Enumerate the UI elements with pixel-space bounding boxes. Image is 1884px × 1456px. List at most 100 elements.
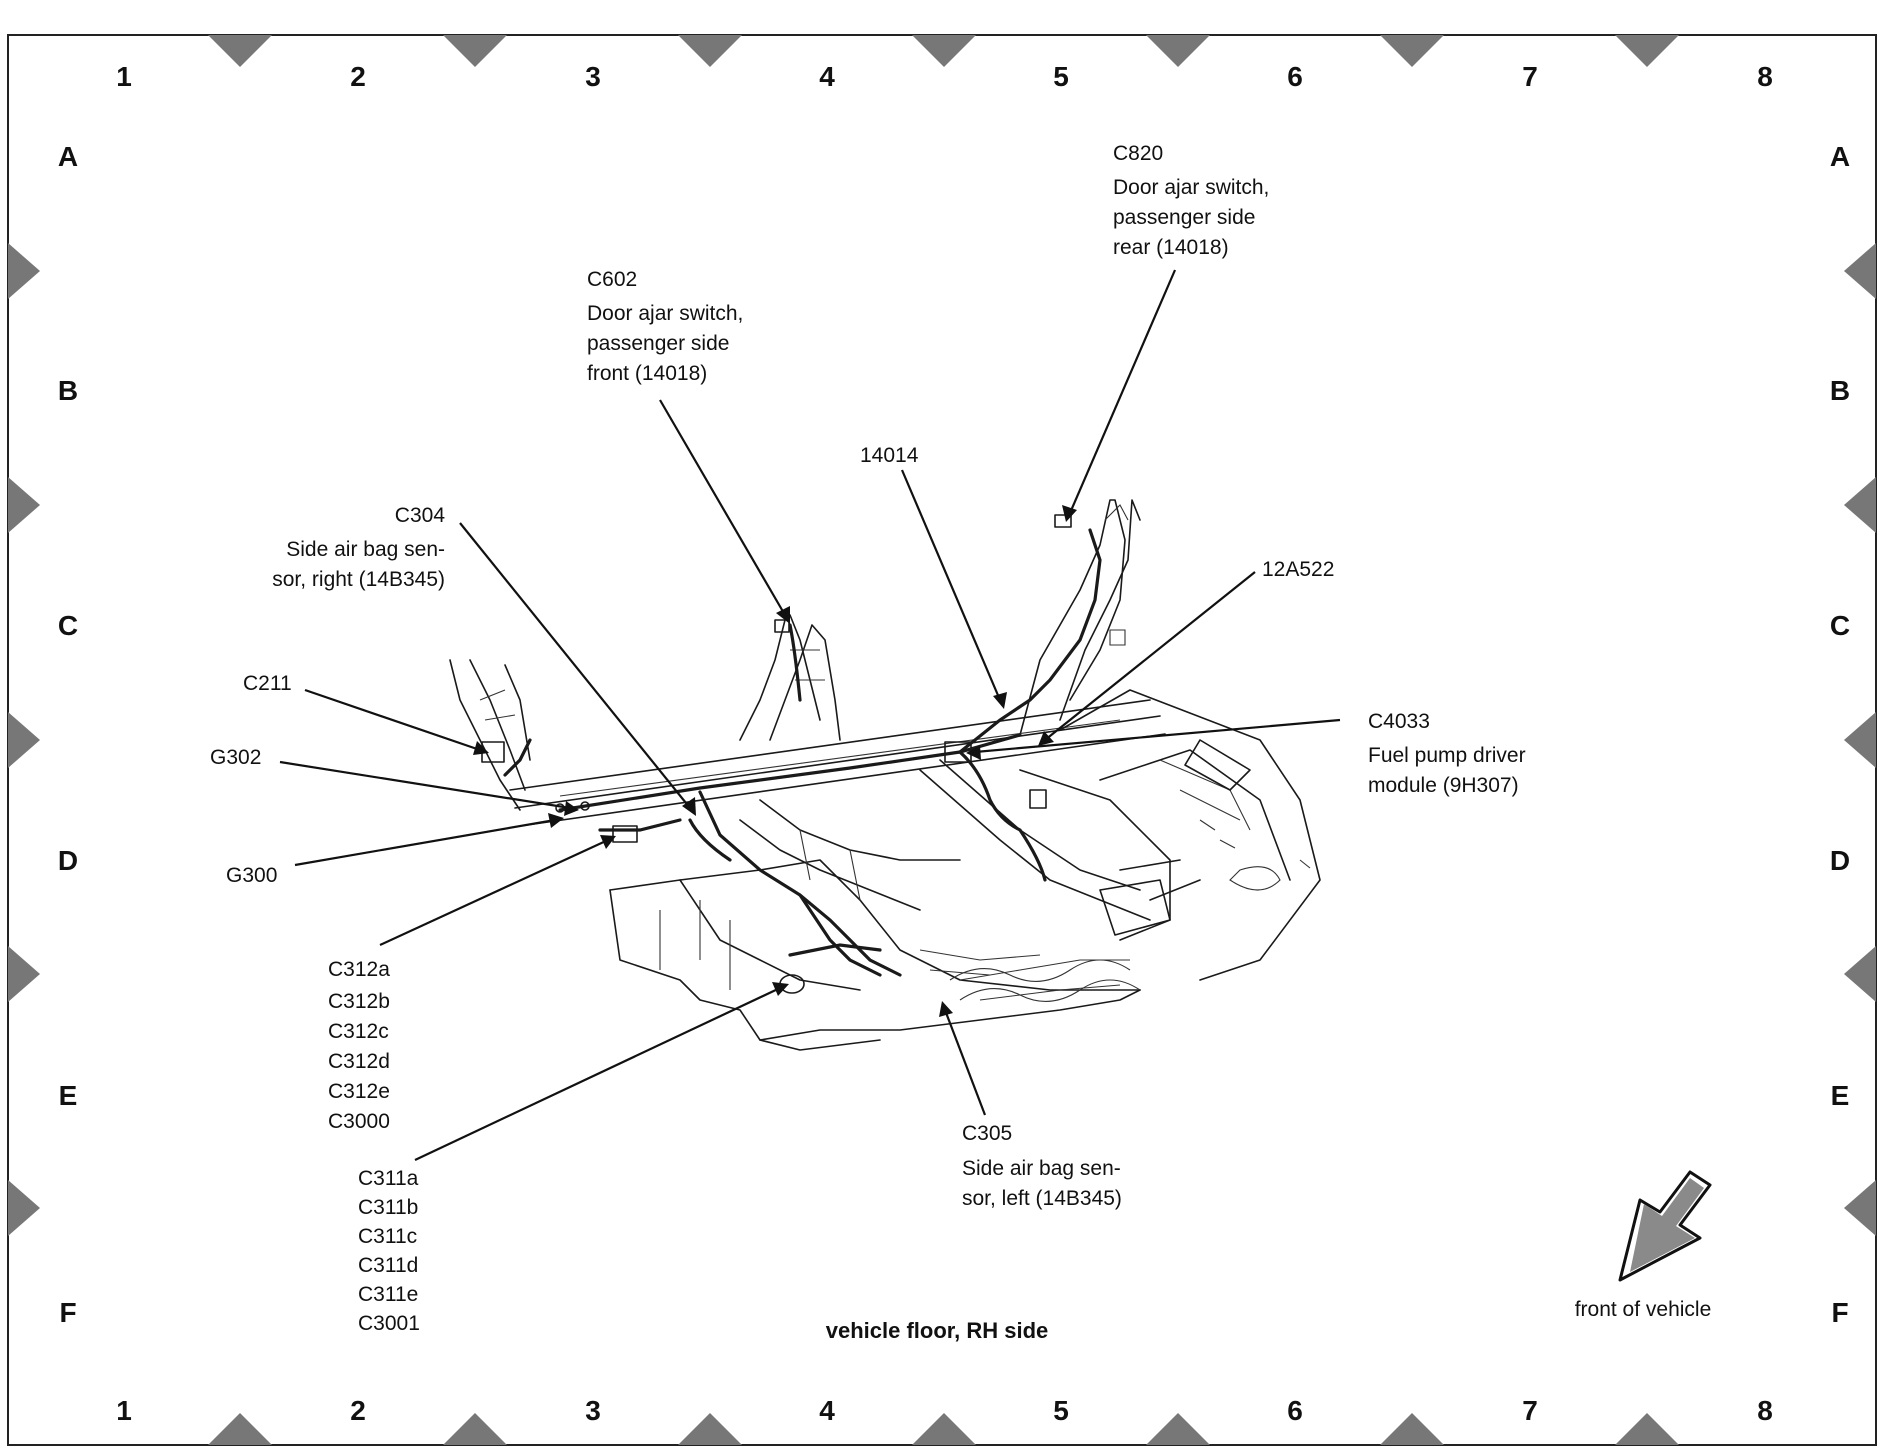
leader-g300	[294, 818, 556, 867]
row-labels-right: A B C D E F	[1830, 141, 1850, 1328]
row-label: D	[58, 845, 78, 876]
grid-markers-right	[1844, 243, 1876, 1236]
callout-c304: C304 Side air bag sen- sor, right (14B34…	[272, 504, 445, 591]
callout-c311-line: C311c	[358, 1225, 417, 1248]
col-label: 7	[1522, 61, 1538, 92]
orientation-label: front of vehicle	[1575, 1298, 1712, 1321]
diagram-frame	[7, 34, 1877, 1446]
grid-markers-top	[208, 35, 1679, 67]
col-label: 8	[1757, 61, 1773, 92]
col-label: 1	[116, 61, 132, 92]
leader-c304	[459, 522, 691, 809]
row-label: F	[1831, 1297, 1848, 1328]
callout-g300: G300	[226, 864, 277, 887]
row-label: C	[1830, 610, 1850, 641]
callout-c820: C820 Door ajar switch, passenger side re…	[1113, 142, 1269, 259]
leader-c311	[414, 987, 781, 1161]
row-label: B	[58, 375, 78, 406]
row-label: A	[58, 141, 78, 172]
grid-markers-left	[8, 243, 40, 1236]
col-label: 2	[350, 61, 366, 92]
callout-c312-line: C312c	[328, 1020, 389, 1043]
callout-c4033-line: Fuel pump driver	[1368, 744, 1526, 767]
callout-c305: C305 Side air bag sen- sor, left (14B345…	[962, 1122, 1122, 1210]
callout-c311-line: C311d	[358, 1254, 418, 1277]
callout-c4033-line: C4033	[1368, 710, 1430, 733]
col-label: 1	[116, 1395, 132, 1426]
col-label: 4	[819, 1395, 835, 1426]
callout-c312: C312a C312b C312c C312d C312e C3000	[328, 958, 390, 1133]
leader-12a522	[1044, 571, 1256, 741]
row-label: D	[1830, 845, 1850, 876]
callout-c304-line: Side air bag sen-	[286, 538, 445, 561]
leader-c312	[379, 839, 609, 946]
grid-markers-bottom	[208, 1413, 1679, 1445]
callout-c602-line: passenger side	[587, 332, 729, 355]
col-label: 6	[1287, 61, 1303, 92]
callout-c304-line: C304	[395, 504, 446, 527]
callout-14014: 14014	[860, 444, 919, 467]
leader-c305	[943, 1009, 987, 1116]
arrow-down-left-icon	[1618, 1170, 1712, 1282]
callout-c305-line: C305	[962, 1122, 1012, 1145]
callout-c820-line: rear (14018)	[1113, 236, 1229, 259]
col-label: 5	[1053, 1395, 1069, 1426]
leader-14014	[900, 469, 1002, 701]
callout-c311-line: C3001	[358, 1312, 420, 1335]
column-labels-top: 1 2 3 4 5 6 7 8	[116, 61, 1773, 92]
callout-c602-line: front (14018)	[587, 362, 707, 385]
column-labels-bottom: 1 2 3 4 5 6 7 8	[116, 1395, 1773, 1426]
callout-c311-line: C311b	[358, 1196, 418, 1219]
row-label: E	[59, 1080, 78, 1111]
leader-c820	[1068, 269, 1177, 514]
callout-c312-line: C312d	[328, 1050, 390, 1073]
callout-c311: C311a C311b C311c C311d C311e C3001	[358, 1167, 420, 1335]
leader-g302	[279, 760, 571, 810]
col-label: 4	[819, 61, 835, 92]
diagram-title: vehicle floor, RH side	[826, 1318, 1049, 1343]
leader-c211	[304, 688, 481, 752]
vehicle-floor-illustration	[449, 499, 1321, 1051]
callout-c4033-line: module (9H307)	[1368, 774, 1519, 797]
leader-c602	[659, 399, 786, 616]
row-label: E	[1831, 1080, 1850, 1111]
callout-c304-line: sor, right (14B345)	[272, 568, 445, 591]
col-label: 3	[585, 1395, 601, 1426]
callout-c4033: C4033 Fuel pump driver module (9H307)	[1368, 710, 1526, 797]
callout-c312-line: C312e	[328, 1080, 390, 1103]
callout-c602: C602 Door ajar switch, passenger side fr…	[587, 268, 743, 385]
callout-c211-line: C211	[243, 672, 292, 695]
row-label: A	[1830, 141, 1850, 172]
callout-g300-line: G300	[226, 864, 277, 887]
row-label: F	[59, 1297, 76, 1328]
callout-12a522-line: 12A522	[1262, 558, 1334, 581]
callout-c312-line: C312b	[328, 990, 390, 1013]
callout-c602-line: Door ajar switch,	[587, 302, 743, 325]
col-label: 3	[585, 61, 601, 92]
callout-g302: G302	[210, 746, 261, 769]
callout-c820-line: Door ajar switch,	[1113, 176, 1269, 199]
callout-c820-line: C820	[1113, 142, 1163, 165]
row-labels-left: A B C D E F	[58, 141, 78, 1328]
callout-12a522: 12A522	[1262, 558, 1334, 581]
col-label: 6	[1287, 1395, 1303, 1426]
callout-c305-line: Side air bag sen-	[962, 1157, 1121, 1180]
callout-g302-line: G302	[210, 746, 261, 769]
col-label: 5	[1053, 61, 1069, 92]
callout-14014-line: 14014	[860, 444, 919, 467]
row-label: C	[58, 610, 78, 641]
row-label: B	[1830, 375, 1850, 406]
callout-c311-line: C311e	[358, 1283, 418, 1306]
callout-c312-line: C3000	[328, 1110, 390, 1133]
leader-c4033	[974, 718, 1341, 754]
callout-c211: C211	[243, 672, 292, 695]
callout-leaders	[279, 269, 1341, 1161]
callout-c305-line: sor, left (14B345)	[962, 1187, 1122, 1210]
col-label: 8	[1757, 1395, 1773, 1426]
col-label: 7	[1522, 1395, 1538, 1426]
callout-c312-line: C312a	[328, 958, 390, 981]
callout-c602-line: C602	[587, 268, 637, 291]
col-label: 2	[350, 1395, 366, 1426]
callout-c311-line: C311a	[358, 1167, 419, 1190]
